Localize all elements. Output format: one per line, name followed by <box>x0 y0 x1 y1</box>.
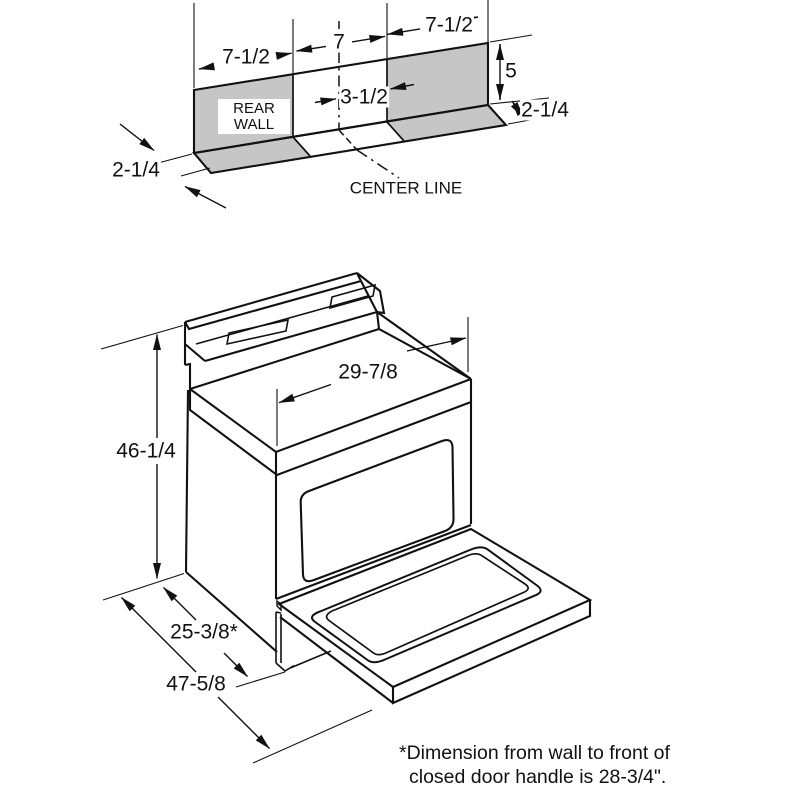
center-line <box>338 21 400 179</box>
dim-label-floor-depth-left: 2-1/4 <box>111 158 161 182</box>
dim-label-left-width: 7-1/2 <box>221 45 271 69</box>
dim-label-center-offset: 3-1/2 <box>339 85 389 109</box>
open-oven-door <box>276 527 593 705</box>
dim-label-range-height: 46-1/4 <box>115 439 177 463</box>
oven-opening <box>299 439 455 583</box>
control-window-left <box>225 318 290 346</box>
dim-label-door-open-depth: 47-5/8 <box>165 672 227 696</box>
range-drawing <box>100 271 593 764</box>
dim-label-range-top-width: 29-7/8 <box>337 360 399 384</box>
dim-label-right-width: 7-1/2 <box>424 13 474 37</box>
dim-label-center-width: 7 <box>332 30 346 54</box>
control-window-right <box>328 283 377 310</box>
dim-label-wall-height: 5 <box>504 59 518 83</box>
door-window-inner <box>325 552 529 656</box>
footnote-line1: *Dimension from wall to front of <box>399 742 670 764</box>
rear-wall-line2: WALL <box>233 115 275 133</box>
rear-wall-line1: REAR <box>233 99 275 117</box>
wall-right-shaded-section <box>387 43 488 122</box>
dim-label-floor-depth-right: 2-1/4 <box>520 98 570 122</box>
door-window-outer <box>311 546 542 664</box>
center-line-label: CENTER LINE <box>349 178 463 198</box>
range-backguard <box>183 271 472 389</box>
footnote-line2: closed door handle is 28-3/4". <box>409 765 667 788</box>
floor-right-shaded-section <box>387 105 506 141</box>
footnote: *Dimension from wall to front of closed … <box>399 742 670 789</box>
floor-left-shaded-section <box>194 137 310 173</box>
dim-label-range-depth: 25-3/8* <box>169 620 239 644</box>
rear-wall-label: REAR WALL <box>218 99 290 134</box>
